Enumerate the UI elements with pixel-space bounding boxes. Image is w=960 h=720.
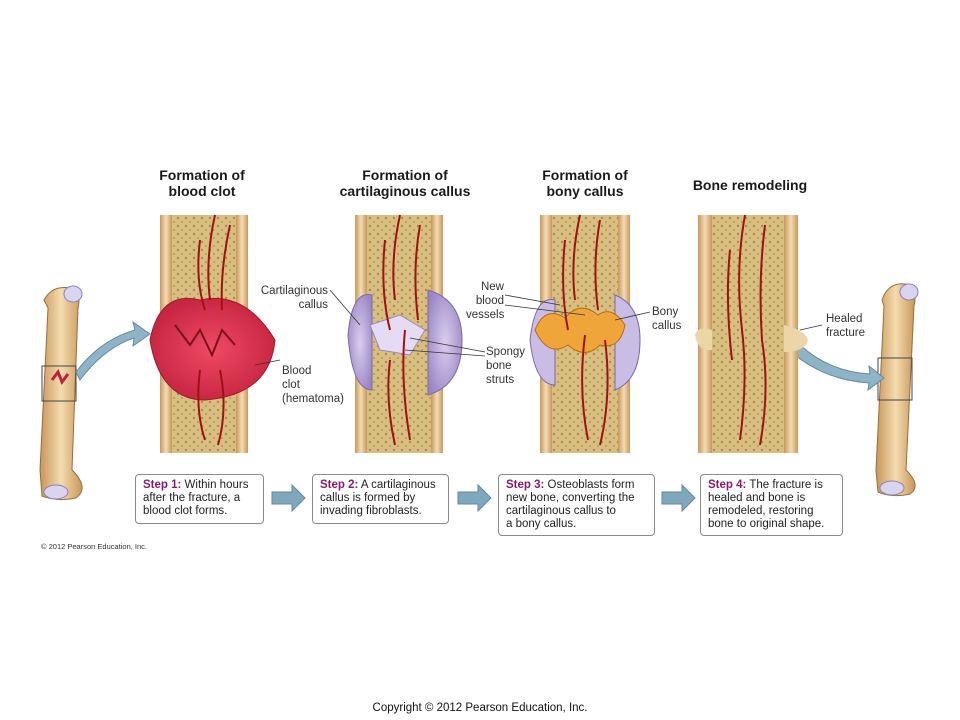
stage1-bone-section (149, 214, 276, 453)
stage2-bone-section (347, 214, 463, 453)
zoom-arrow-right (794, 344, 885, 392)
copyright-footer: Copyright © 2012 Pearson Education, Inc. (372, 702, 588, 714)
step-arrows (271, 483, 696, 513)
step-number: Step 1: (143, 479, 182, 491)
step-box-4: Step 4: The fracture is healed and bone … (700, 474, 843, 536)
copyright-small: © 2012 Pearson Education, Inc. (41, 542, 148, 551)
step-box-3: Step 3: Osteoblasts form new bone, conve… (498, 474, 655, 536)
zoom-arrow-left (75, 320, 151, 381)
stage3-bone-section (529, 214, 641, 453)
step-number: Step 4: (708, 479, 747, 491)
stage-title-4: Bone remodeling (692, 177, 808, 193)
leader-lines (254, 289, 823, 366)
step-number: Step 3: (506, 479, 545, 491)
right-femur (875, 283, 919, 497)
left-femur (39, 285, 83, 501)
stage4-bone-section (695, 214, 808, 453)
step-number: Step 2: (320, 479, 359, 491)
step-box-2: Step 2: A cartilaginous callus is formed… (312, 474, 449, 524)
step-box-1: Step 1: Within hours after the fracture,… (135, 474, 264, 524)
